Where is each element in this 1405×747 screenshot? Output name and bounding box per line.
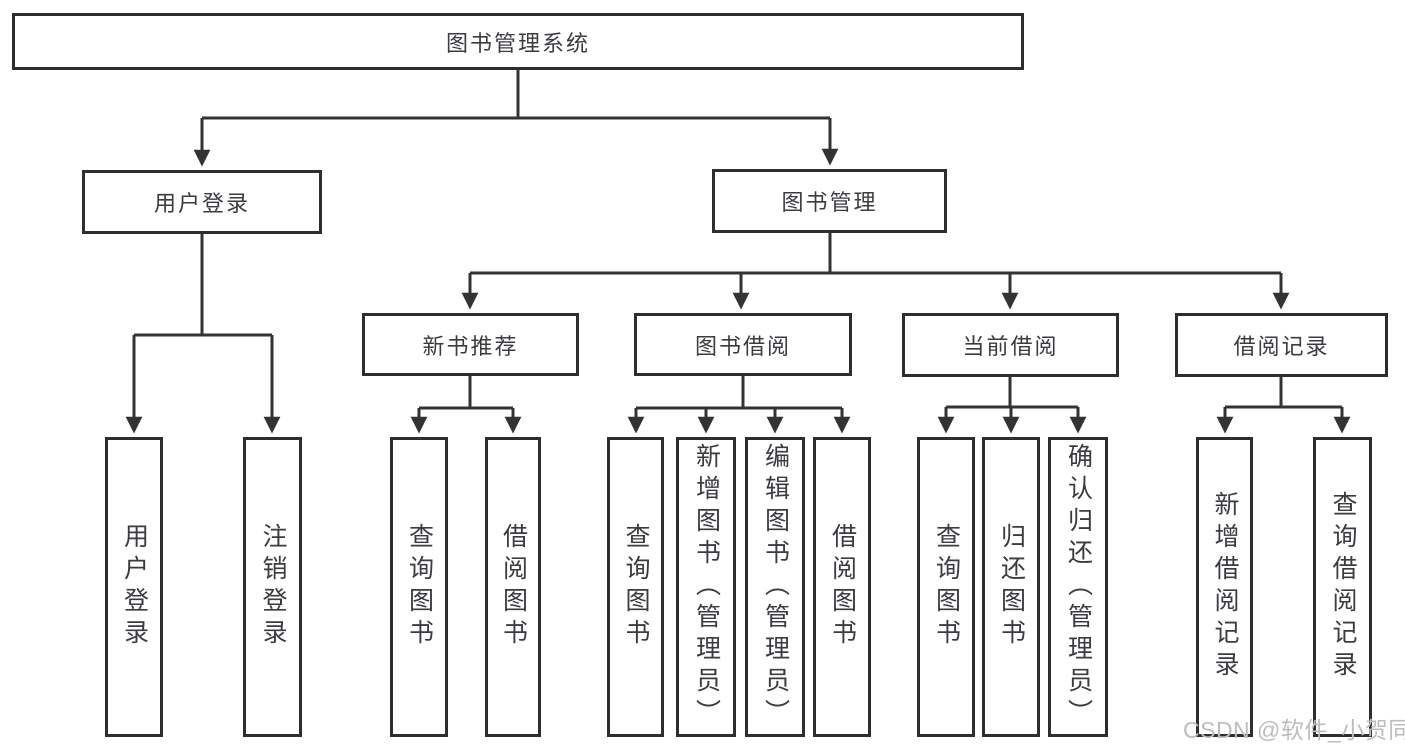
leaf-logout: 注销登录	[243, 437, 302, 737]
node-current-borrow: 当前借阅	[902, 313, 1119, 377]
node-label: 归还图书	[997, 523, 1026, 651]
node-book-borrow: 图书借阅	[634, 313, 852, 376]
node-label: 借阅图书	[828, 523, 857, 651]
leaf-borrow-books-recommend: 借阅图书	[485, 437, 541, 737]
node-label: 查询图书	[405, 523, 434, 651]
node-book-management: 图书管理	[712, 169, 947, 233]
leaf-add-book-admin: 新增图书（管理员）	[676, 437, 736, 737]
node-label: 查询图书	[932, 523, 961, 651]
leaf-confirm-return-admin: 确认归还（管理员）	[1048, 437, 1108, 737]
node-library-management-system: 图书管理系统	[12, 13, 1024, 70]
leaf-query-books-recommend: 查询图书	[390, 437, 448, 737]
node-label: 图书管理	[781, 190, 878, 215]
node-label: 编辑图书（管理员）	[761, 443, 790, 731]
node-label: 图书管理系统	[445, 30, 590, 56]
node-label: 借阅图书	[499, 523, 528, 651]
node-label: 当前借阅	[962, 334, 1059, 359]
node-label: 确认归还（管理员）	[1064, 443, 1093, 731]
node-label: 查询图书	[622, 523, 650, 651]
csdn-watermark: CSDN @软件_小贺同学	[1183, 717, 1405, 743]
node-label: 用户登录	[120, 523, 149, 651]
node-label: 借阅记录	[1233, 334, 1330, 359]
leaf-add-borrow-record: 新增借阅记录	[1196, 437, 1253, 737]
leaf-return-books: 归还图书	[982, 437, 1040, 737]
node-label: 新增图书（管理员）	[692, 443, 721, 731]
node-borrow-records: 借阅记录	[1175, 313, 1388, 377]
node-label: 用户登录	[153, 191, 250, 216]
node-label: 查询借阅记录	[1329, 491, 1357, 683]
leaf-user-login: 用户登录	[105, 437, 163, 737]
node-label: 图书借阅	[694, 333, 791, 359]
leaf-query-books-current: 查询图书	[917, 437, 975, 737]
node-label: 注销登录	[259, 523, 287, 651]
leaf-borrow-books: 借阅图书	[813, 437, 871, 737]
node-user-login: 用户登录	[82, 170, 322, 234]
leaf-edit-book-admin: 编辑图书（管理员）	[745, 437, 805, 737]
node-label: 新书推荐	[422, 333, 519, 359]
leaf-query-books-borrow: 查询图书	[607, 437, 664, 737]
leaf-query-borrow-record: 查询借阅记录	[1313, 437, 1372, 737]
node-new-book-recommend: 新书推荐	[362, 313, 579, 376]
node-label: 新增借阅记录	[1211, 491, 1239, 683]
